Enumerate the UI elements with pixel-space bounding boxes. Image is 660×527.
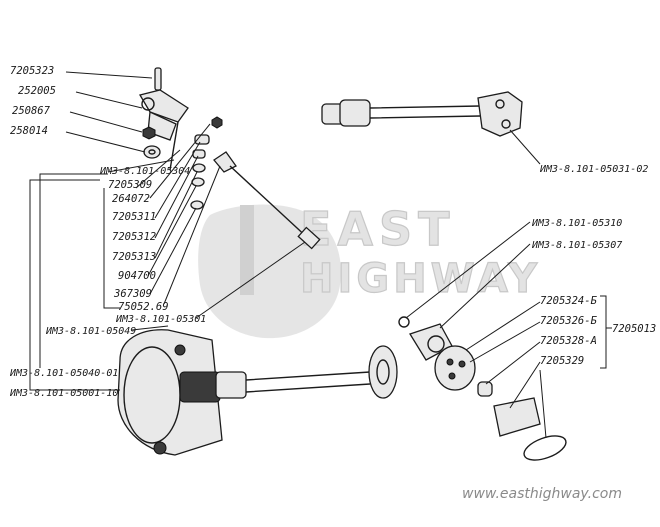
label-7205313: 7205313 (112, 251, 156, 263)
bearing-cup (477, 381, 493, 397)
spider-disc (434, 345, 476, 391)
leader-05307 (439, 243, 531, 329)
watermark-line2: HIGHWAY (300, 256, 541, 302)
leader-7205313 (154, 171, 198, 259)
leader-7505269 (163, 165, 221, 305)
washer-part (143, 145, 161, 159)
leader-7205311 (154, 141, 201, 219)
lower-flange (368, 345, 398, 399)
rod-body (229, 165, 311, 241)
bearing-kit (398, 316, 567, 461)
label-7205326: 7205326-Б (540, 315, 598, 327)
small-nut-part (211, 116, 223, 129)
lever-arm-part (138, 89, 189, 123)
label-7205323: 7205323 (10, 65, 54, 77)
leader-bracket-left (39, 173, 108, 368)
label-7205329: 7205329 (540, 355, 584, 367)
circlip-part (398, 316, 410, 328)
pin-part (154, 67, 162, 91)
label-7505269: 75052.69 (118, 301, 169, 313)
spider-hole-1 (446, 358, 454, 366)
upper-flange-bolt-1 (495, 99, 505, 109)
label-904700: 904700 (118, 270, 156, 282)
leader-05031 (509, 129, 541, 165)
leader-904700 (147, 185, 197, 277)
label-264072: 264072 (112, 193, 150, 205)
label-05307: ИМЗ-8.101-05307 (531, 240, 622, 251)
upper-shaft-tube (369, 105, 481, 119)
ring-seal (523, 435, 567, 461)
lower-drive-assembly (117, 329, 398, 456)
label-05001: ИМЗ-8.101-05001-10 (9, 388, 118, 399)
leader-05301 (195, 241, 306, 319)
label-7205312: 7205312 (112, 231, 156, 243)
label-05049: ИМЗ-8.101-05049 (45, 326, 136, 337)
washer-hole (148, 149, 156, 155)
leader-7205323 (65, 71, 153, 79)
lever-hole (141, 97, 155, 111)
shaft-part (169, 121, 179, 171)
watermark: EAST HIGHWAY www.easthighway.com (198, 201, 622, 502)
upper-joint (339, 99, 371, 127)
nut-part (142, 126, 156, 140)
label-252005: 252005 (18, 85, 56, 97)
lever-assembly (138, 67, 223, 210)
leader-7205324 (465, 301, 541, 351)
label-7205013: 7205013 (612, 323, 656, 335)
watermark-line1: EAST (300, 202, 456, 256)
watermark-url: www.easthighway.com (462, 486, 622, 502)
label-7205324: 7205324-Б (540, 295, 598, 307)
label-05310: ИМЗ-8.101-05310 (531, 218, 622, 229)
label-05040: ИМЗ-8.101-05040-01 (9, 368, 118, 379)
leader-7205326 (469, 321, 541, 363)
leader-05040 (29, 179, 120, 391)
label-7205311: 7205311 (112, 211, 156, 223)
leader-367309 (149, 207, 197, 295)
sleeve-part (493, 397, 541, 437)
leader-250867 (69, 111, 143, 133)
housing-coupling (179, 371, 221, 403)
leader-252005 (75, 91, 143, 109)
upper-flange (477, 91, 523, 137)
watermark-h-bar (240, 205, 254, 295)
lower-shaft-tube (245, 371, 371, 393)
leader-7205329 (509, 361, 547, 439)
spider-hole-3 (448, 372, 456, 380)
upper-drive-shaft (321, 91, 523, 137)
housing-bolt-1 (153, 441, 167, 455)
leader-05304 (107, 159, 175, 173)
leader-05310 (405, 221, 531, 319)
label-367309: 367309 (113, 288, 152, 300)
yoke-eye (427, 335, 445, 353)
bushing-part-1 (194, 134, 210, 145)
leader-7205309 (135, 149, 181, 189)
ring-part-3 (190, 200, 204, 210)
leader-258014 (65, 131, 146, 153)
ring-part-1 (192, 163, 206, 173)
lower-joint (215, 371, 247, 399)
linkage-rod (213, 151, 321, 250)
label-258014: 258014 (10, 125, 48, 137)
leader-lines (29, 71, 612, 439)
leader-7205312 (154, 155, 199, 239)
bracket-7205013 (600, 295, 607, 369)
label-05304: ИМЗ-8.101-05304 (99, 166, 190, 177)
lower-flange-hub (376, 359, 390, 385)
label-05301: ИМЗ-8.101-05301 (115, 314, 206, 325)
label-250867: 250867 (12, 105, 51, 117)
leader-7205328 (485, 341, 541, 385)
leader-bracket-inner (103, 188, 120, 309)
housing-bolt-2 (174, 344, 186, 356)
labels: 7205323 252005 250867 258014 ИМЗ-8.101-0… (9, 65, 656, 399)
label-7205309: 7205309 (108, 179, 152, 191)
spider-hole-2 (458, 360, 466, 368)
upper-flange-bolt-2 (501, 119, 511, 129)
gear-housing (117, 329, 223, 456)
label-05031: ИМЗ-8.101-05031-02 (539, 164, 648, 175)
leader-05049 (131, 325, 169, 331)
leader-264072 (149, 123, 211, 199)
label-7205328: 7205328-А (540, 335, 597, 347)
